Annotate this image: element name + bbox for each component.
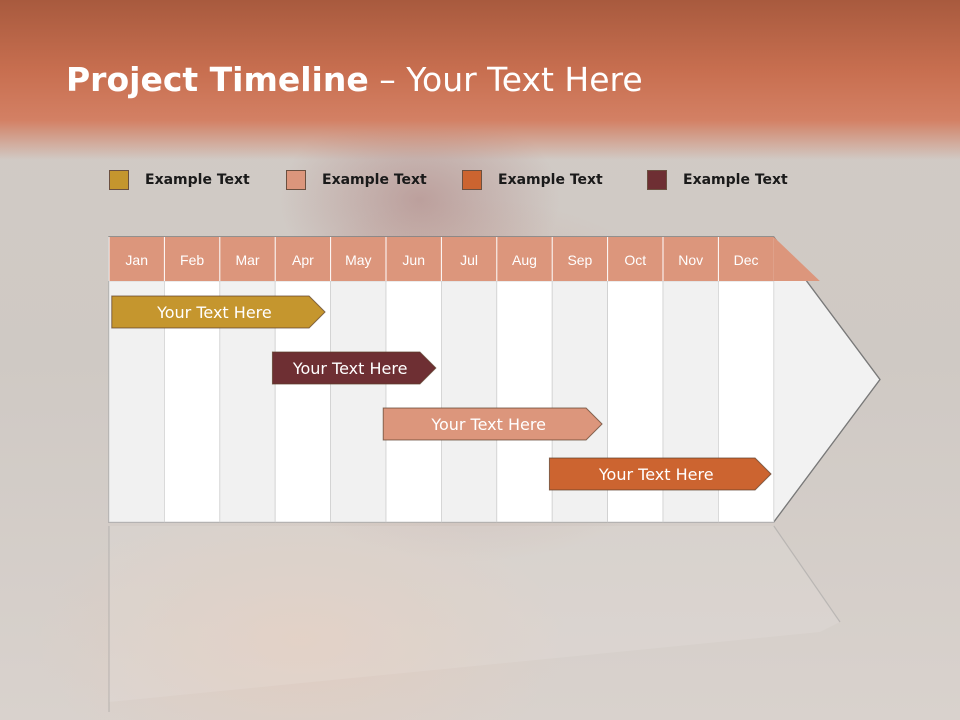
month-label: Mar: [235, 252, 259, 268]
legend-label-2: Example Text: [322, 172, 427, 188]
month-label: Jan: [125, 252, 148, 268]
month-label: Oct: [624, 252, 646, 268]
legend-label-1: Example Text: [145, 172, 250, 188]
title-banner: [0, 0, 960, 160]
month-column: [330, 280, 387, 523]
task-bar: [111, 295, 326, 329]
header-arrow-cap: [773, 237, 820, 281]
month-label: Jul: [460, 252, 478, 268]
task-bar: [382, 407, 603, 441]
slide-title: Project Timeline – Your Text Here: [66, 60, 643, 99]
month-label: Jun: [402, 252, 425, 268]
month-label: May: [345, 252, 371, 268]
month-column: [496, 280, 553, 523]
month-label: Sep: [567, 252, 592, 268]
legend-swatch-4: [647, 170, 667, 190]
task-bar-label: Your Text Here: [292, 359, 408, 378]
month-label: Dec: [734, 252, 759, 268]
month-label: Apr: [292, 252, 314, 268]
month-label: Nov: [678, 252, 703, 268]
task-bar: [548, 457, 772, 491]
task-bar-label: Your Text Here: [156, 303, 272, 322]
month-column: [385, 280, 442, 523]
legend-swatch-3: [462, 170, 482, 190]
month-column: [440, 280, 498, 523]
month-headers: Jan Feb Mar Apr May Jun Jul Aug Sep Oct Nov Dec: [108, 237, 820, 281]
month-label: Feb: [180, 252, 204, 268]
legend-label-3: Example Text: [498, 172, 603, 188]
legend-swatch-1: [109, 170, 129, 190]
reflection-shape: [109, 526, 840, 702]
title-bold: Project Timeline: [66, 60, 369, 99]
month-label: Aug: [512, 252, 537, 268]
legend-swatch-2: [286, 170, 306, 190]
legend-label-4: Example Text: [683, 172, 788, 188]
task-bar-label: Your Text Here: [598, 465, 714, 484]
task-bar: [271, 351, 437, 385]
timeline-reflection: [108, 525, 841, 712]
task-bar-label: Your Text Here: [430, 415, 546, 434]
title-rest: – Your Text Here: [368, 60, 643, 99]
reflection-edge-right: [773, 525, 841, 623]
